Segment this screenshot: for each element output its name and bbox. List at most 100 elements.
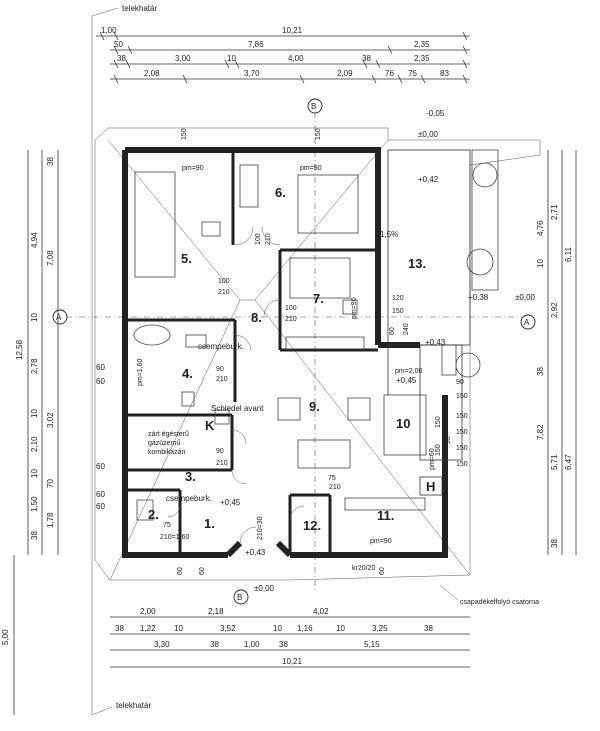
sofa <box>297 439 351 469</box>
room-number-12: 12. <box>303 518 321 533</box>
bottom-dim-2-5: 1,16 <box>297 624 313 633</box>
opening-o26: 150 <box>435 416 442 428</box>
dining-table <box>383 394 427 456</box>
level-marks: ±0,00 -0,05 +0,42 +0,38 ±0,00 +0,43 +0,4… <box>220 109 536 593</box>
right-dim-c2-2: 5,71 <box>550 454 559 470</box>
opening-o29: 60 <box>199 567 206 575</box>
lot-boundary-leader-bottom <box>91 706 113 716</box>
top-dim-3-3: 4,00 <box>288 54 304 63</box>
opening-o14: 210=1,60 <box>160 534 189 541</box>
boiler-note-2: gázüzemű <box>148 440 180 447</box>
left-dim-c2-1: 10 <box>30 313 39 322</box>
room-number-7: 7. <box>313 291 324 306</box>
right-dim-c1-3: 7,82 <box>536 424 545 440</box>
room-number-4: 4. <box>182 366 193 381</box>
tile-note-b: csempeburk. <box>166 494 212 503</box>
opening-o5: 100 <box>285 305 297 312</box>
left-dim-total: 12,58 <box>15 339 24 360</box>
level-5: ±0,00 <box>515 293 536 302</box>
top-dim-3-2: 10 <box>227 54 236 63</box>
right-dim-c2-3: 38 <box>550 539 559 548</box>
opening-o1: 100 <box>218 278 230 285</box>
terrace-planter <box>471 149 499 291</box>
top-dim-3-1: 3,00 <box>175 54 191 63</box>
bottom-dim-2-7: 3,25 <box>372 624 388 633</box>
door-swings <box>167 226 305 544</box>
opening-pm60: pm=60 <box>429 448 436 470</box>
lot-boundary-leader-top <box>91 7 119 17</box>
top-dim-2-2: 2,35 <box>414 40 430 49</box>
bottom-dim-2-0: 38 <box>115 624 124 633</box>
top-dim-4-4: 75 <box>408 69 417 78</box>
right-dimension-chains: 4,76 10 38 7,82 2,71 2,92 5,71 38 6,11 6… <box>536 150 577 555</box>
level-10: ±0,00 <box>254 584 275 593</box>
bottom-dim-3-1: 38 <box>210 640 219 649</box>
opening-o25: 150 <box>456 461 468 468</box>
bathtub <box>133 324 171 346</box>
bottom-dim-4-0: 10,21 <box>282 657 303 666</box>
level-4: +0,38 <box>468 293 489 302</box>
top-dim-4-0: 2,08 <box>144 69 160 78</box>
label-h-box <box>419 476 443 496</box>
left-dimension-chains: 12,58 5,00 4,94 10 2,78 10 2,10 10 1,50 … <box>1 150 105 715</box>
desk-room-5 <box>201 221 221 237</box>
wardrobe-room-6 <box>239 164 259 208</box>
lot-boundary-label-top: telekhatár <box>122 4 157 13</box>
opening-o13: 75 <box>328 475 336 482</box>
bed-room-5 <box>134 171 176 278</box>
roof-ridge-line-1 <box>107 139 241 301</box>
left-dim-c3-4: 1,78 <box>46 512 55 528</box>
terrace-plant-3 <box>455 352 481 378</box>
top-dim-3-0: 38 <box>117 54 126 63</box>
opening-o11: 75 <box>163 522 171 529</box>
right-dim-c1-0: 4,76 <box>536 220 545 236</box>
opening-o32: 150 <box>181 128 188 140</box>
left-dim-c2-4: 2,10 <box>30 436 39 452</box>
left-dim-c2-5: 10 <box>30 469 39 478</box>
boiler-note-3: kombikazán <box>148 449 185 456</box>
chimney-note: Schiedel avant <box>211 404 264 413</box>
gutter-leader <box>439 584 459 601</box>
gutter-note: csapadékelfolyó csatorna <box>460 599 539 606</box>
bottom-dim-2-6: 10 <box>336 624 345 633</box>
bottom-dim-2-2: 10 <box>174 624 183 633</box>
level-9: +0,43 <box>245 548 266 557</box>
right-dim-c2-0: 2,71 <box>550 204 559 220</box>
level-7: +0,45 <box>396 376 417 385</box>
sink-room-4 <box>185 334 207 348</box>
left-dim-c3-3: 70 <box>46 479 55 488</box>
right-dim-c1-1: 10 <box>536 259 545 268</box>
room-number-8: 8. <box>251 310 262 325</box>
opening-o21: 150 <box>456 393 468 400</box>
tile-note-a: csempeburk. <box>198 342 244 351</box>
opening-annotations: pm=90 pm=90 pm=90 pm=90 pm=2,00 pm=1,60 … <box>137 128 468 575</box>
bottom-dim-2-1: 1,22 <box>140 624 156 633</box>
level-1: ±0,00 <box>418 130 439 139</box>
roof-ridge-line-2 <box>254 139 389 301</box>
level-2: -0,05 <box>426 109 445 118</box>
opening-o30: 90 <box>445 436 452 444</box>
opening-o31: 60 <box>379 567 386 575</box>
bottom-dim-1-2: 4,02 <box>313 607 329 616</box>
chimney-symbol <box>214 409 230 425</box>
bottom-dim-2-3: 3,52 <box>220 624 236 633</box>
opening-o20: 90 <box>456 379 464 386</box>
opening-o7: 90 <box>216 366 224 373</box>
right-dim-c3-1: 6,47 <box>564 454 573 470</box>
bed-room-7 <box>289 257 351 299</box>
left-dim-outer: 5,00 <box>1 629 10 645</box>
opening-o3: 100 <box>255 233 262 245</box>
bottom-dim-3-2: 1,00 <box>244 640 260 649</box>
room-label-h: H <box>426 479 435 494</box>
terrace-plant-2 <box>466 248 494 276</box>
top-dim-3-5: 2,35 <box>414 54 430 63</box>
bottom-dim-3-4: 5,15 <box>364 640 380 649</box>
opening-o2: 210 <box>218 289 230 296</box>
opening-pm160: pm=1,60 <box>137 358 144 386</box>
opening-o8: 210 <box>216 376 228 383</box>
bottom-dim-3-0: 3,30 <box>154 640 170 649</box>
room-number-11: 11. <box>377 508 394 523</box>
opening-o6: 210 <box>285 316 297 323</box>
opening-o19: 240 <box>403 323 410 335</box>
grid-label-a-right: A <box>524 318 530 327</box>
